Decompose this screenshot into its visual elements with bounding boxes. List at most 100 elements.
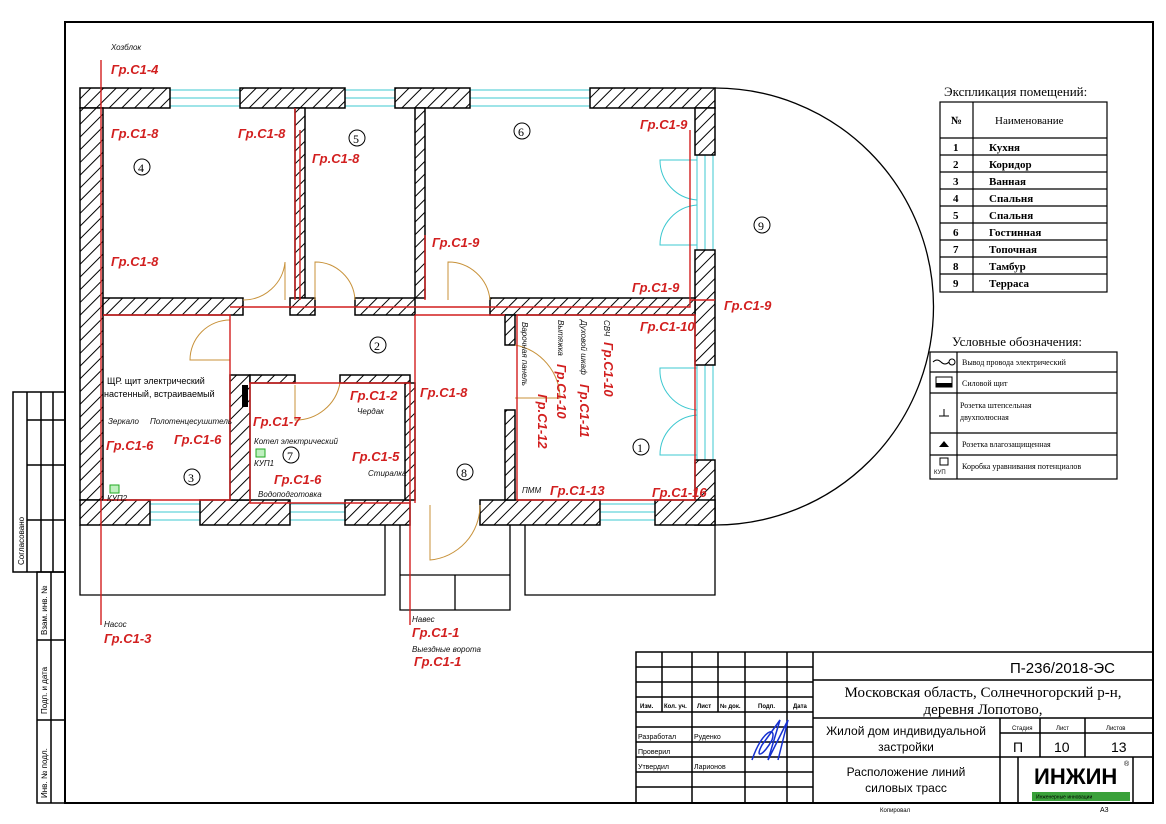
double-socket-icon (939, 409, 949, 417)
circuit-label: Гр.С1-8 (420, 385, 468, 400)
role: Утвердил (638, 764, 669, 771)
sheet-title-1: Расположение линий (847, 765, 966, 779)
circuit-label: Гр.С1-8 (238, 126, 286, 141)
note: Духовой шкаф (579, 319, 588, 375)
note: Чердак (357, 407, 385, 416)
circuit-label: Гр.С1-2 (350, 388, 398, 403)
circuit-label: Гр.С1-8 (312, 151, 360, 166)
power-panel (242, 385, 248, 407)
note: Водоподготовка (258, 490, 322, 499)
room-numbers (133, 122, 771, 486)
stage-label: Стадия (1012, 726, 1032, 732)
role-name: Ларионов (694, 764, 726, 771)
circuit-label: Гр.С1-11 (577, 384, 592, 438)
circuit-label: Гр.С1-12 (535, 394, 550, 449)
room-7: 7 (287, 449, 293, 463)
legend-label: Розетка штепсельная двухполюсная (960, 401, 1032, 422)
note: Навес (412, 615, 435, 624)
note: Котел электрический (254, 437, 339, 446)
legend-label: Силовой щит (962, 379, 1008, 388)
circuit-label: Гр.С1-4 (111, 62, 159, 77)
note: Полотенцесушитель (150, 417, 232, 426)
power-panel-icon-fill (936, 383, 952, 387)
logo-mark: ® (1124, 760, 1130, 768)
room-2: 2 (374, 339, 380, 353)
note: Вытяжка (556, 320, 565, 356)
circuit-labels: Гр.С1-4 Гр.С1-8 Гр.С1-8 Гр.С1-8 Гр.С1-8 … (104, 62, 772, 669)
terrace-outline (714, 87, 935, 526)
row-name: Тамбур (989, 261, 1026, 273)
explication-table (939, 101, 1108, 293)
sheets-label: Листов (1106, 726, 1126, 732)
row-name: Терраса (989, 278, 1030, 290)
row-name: Кухня (989, 142, 1020, 154)
legend-table (929, 351, 1118, 480)
wire-outlet-icon (932, 359, 950, 365)
note: Насос (104, 620, 127, 629)
circuit-label: Гр.С1-6 (106, 438, 154, 453)
sheet-label: Лист (1056, 726, 1069, 732)
row-number: 8 (953, 261, 959, 273)
logo-bar (1032, 792, 1130, 801)
stage-value: П (1013, 739, 1023, 755)
row-number: 5 (953, 210, 959, 222)
porch (79, 525, 716, 611)
left-stamp (12, 391, 66, 804)
circuit-label: Гр.С1-10 (601, 342, 616, 397)
sheets-value: 13 (1111, 739, 1127, 755)
role: Проверил (638, 749, 670, 756)
row-name: Топочная (989, 244, 1037, 256)
stamp-agreed: Согласовано (17, 516, 26, 565)
wiring-lines (100, 60, 715, 625)
note: СВЧ (602, 320, 611, 337)
circuit-label: Гр.С1-9 (632, 280, 680, 295)
sheet-value: 10 (1054, 739, 1070, 755)
role-name: Руденко (694, 734, 721, 741)
header-cell: Дата (793, 704, 808, 710)
legend-kup: КУП (934, 470, 946, 476)
header-cell: Лист (697, 704, 711, 710)
note: Зеркало (108, 417, 139, 426)
circuit-label: Гр.С1-8 (111, 126, 159, 141)
role: Разработал (638, 733, 676, 741)
row-number: 7 (953, 244, 959, 256)
row-number: 2 (953, 159, 959, 171)
equipment-notes: Хозблок Чердак Зеркало Полотенцесушитель… (104, 43, 611, 654)
legend-title: Условные обозначения: (952, 334, 1082, 349)
title-block (635, 651, 1154, 804)
legend-label: Розетка влагозащищенная (962, 440, 1051, 449)
circuit-label: Гр.С1-13 (550, 483, 605, 498)
legend-labels: Вывод провода электрический Силовой щит … (960, 358, 1081, 471)
explication-header-name: Наименование (995, 115, 1064, 127)
circuit-label: Гр.С1-10 (640, 319, 695, 334)
row-number: 3 (953, 176, 959, 188)
copied-label: Копировал (880, 808, 911, 814)
circuit-label: Гр.С1-3 (104, 631, 152, 646)
circuit-label: Гр.С1-1 (414, 654, 461, 669)
object-line-1: Жилой дом индивидуальной (826, 724, 986, 738)
row-number: 9 (953, 278, 959, 290)
room-5: 5 (353, 132, 359, 146)
note: Стиралка (368, 469, 407, 478)
note: настенный, встраиваемый (104, 389, 215, 399)
legend-label: Коробка уравнивания потенциалов (962, 462, 1081, 471)
header-cell: Кол. уч. (664, 704, 687, 710)
circuit-label: Гр.С1-9 (724, 298, 772, 313)
row-number: 6 (953, 227, 959, 239)
note: Выездные ворота (412, 645, 482, 654)
format-label: А3 (1100, 807, 1109, 814)
legend-label: Вывод провода электрический (962, 358, 1067, 367)
header-cell: № док. (720, 703, 741, 710)
note: КУП2 (107, 494, 128, 503)
waterproof-socket-icon (939, 441, 949, 447)
doors (189, 261, 561, 561)
equipotential-box-icon (255, 448, 266, 458)
note: КУП1 (254, 459, 274, 468)
document-code: П-236/2018-ЭС (1010, 660, 1115, 677)
row-number: 1 (953, 142, 959, 154)
header-cell: Подп. (758, 704, 775, 710)
logo-subtitle: Инженерные инновации (1036, 795, 1092, 801)
header-cell: Изм. (640, 704, 654, 710)
